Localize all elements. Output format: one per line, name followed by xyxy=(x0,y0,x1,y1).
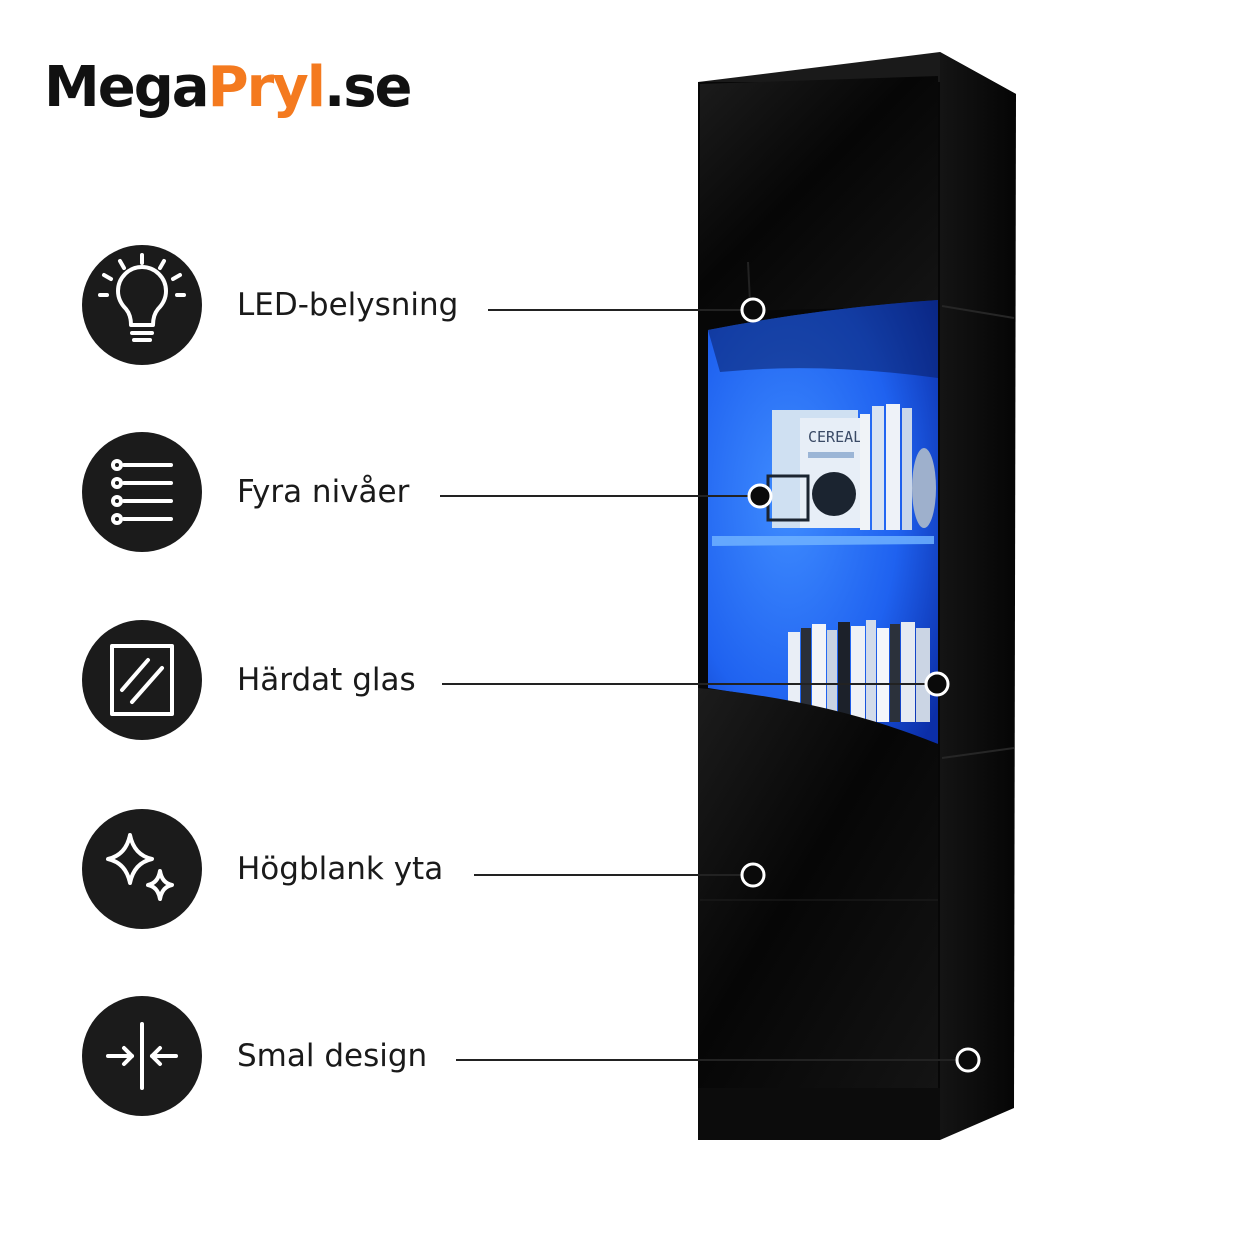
callout-marker-slim[interactable] xyxy=(955,1047,981,1073)
sparkle-icon xyxy=(82,809,202,929)
shelf-upper-items: CEREAL xyxy=(766,404,936,530)
feature-label: Högblank yta xyxy=(237,851,444,887)
feature-high-gloss: Högblank yta xyxy=(82,809,722,929)
feature-slim-design: Smal design xyxy=(82,996,722,1116)
feature-label: Fyra nivåer xyxy=(237,474,410,510)
logo-part-mega: Mega xyxy=(44,55,210,120)
feature-led-lighting: LED-belysning xyxy=(82,245,722,365)
feature-label: Härdat glas xyxy=(237,662,416,698)
glass-pane-icon xyxy=(82,620,202,740)
callout-marker-gloss[interactable] xyxy=(740,862,766,888)
shelf-lower-books xyxy=(788,620,930,722)
feature-tempered-glass: Härdat glas xyxy=(82,620,722,740)
logo-part-pryl: Pryl xyxy=(207,55,326,120)
book-cover-title: CEREAL xyxy=(808,428,862,446)
upper-door xyxy=(700,76,938,312)
callout-marker-glass[interactable] xyxy=(924,671,950,697)
glass-shelf xyxy=(712,536,934,546)
lower-door xyxy=(698,688,938,1090)
feature-label: Smal design xyxy=(237,1038,428,1074)
brand-logo[interactable]: MegaPryl.se xyxy=(44,48,413,128)
callout-marker-led[interactable] xyxy=(740,297,766,323)
callout-marker-levels[interactable] xyxy=(747,483,773,509)
cabinet-plinth xyxy=(698,1088,940,1140)
cabinet-side-panel xyxy=(940,52,1016,1140)
feature-four-levels: Fyra nivåer xyxy=(82,432,722,552)
levels-list-icon xyxy=(82,432,202,552)
feature-label: LED-belysning xyxy=(237,287,459,323)
arrows-inward-icon xyxy=(82,996,202,1116)
logo-part-domain: .se xyxy=(323,55,413,120)
lightbulb-icon xyxy=(82,245,202,365)
